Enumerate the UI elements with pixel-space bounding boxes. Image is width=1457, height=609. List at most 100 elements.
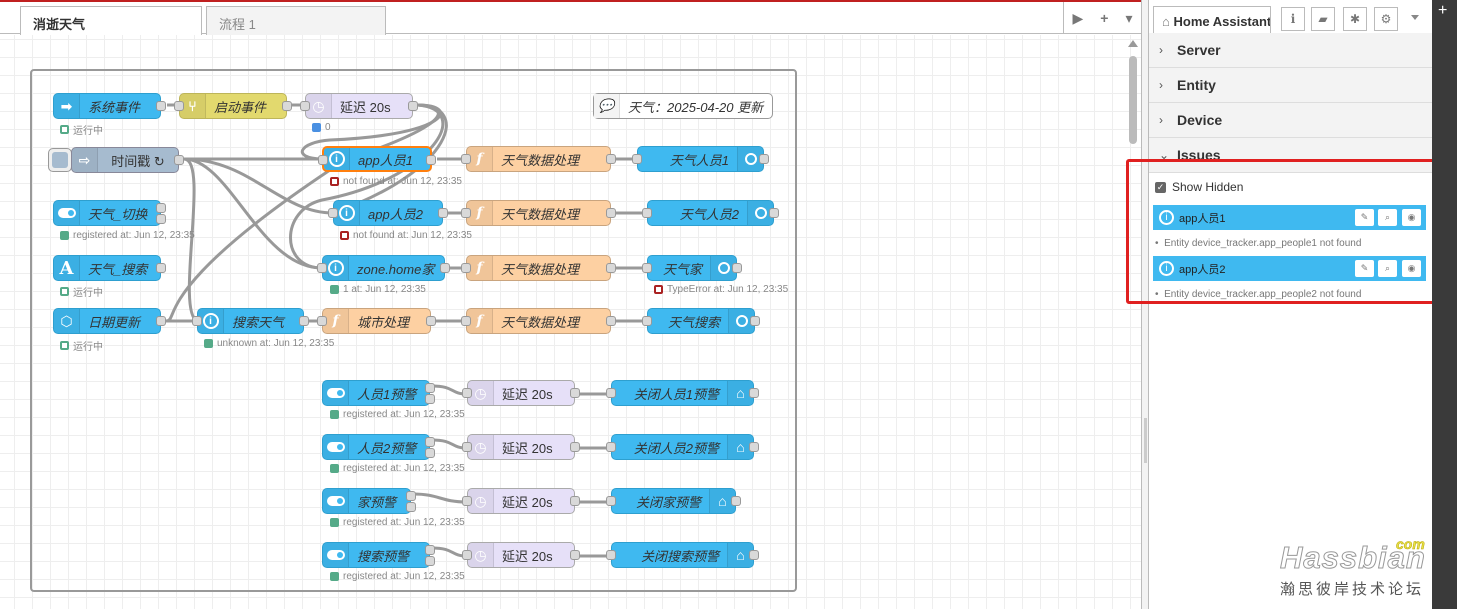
node-close-alert-search[interactable]: 关闭搜索预警 ⌂ xyxy=(606,542,759,568)
output-port[interactable] xyxy=(749,442,759,452)
tab-home-assistant[interactable]: ⌂ Home Assistant xyxy=(1153,6,1271,35)
input-port[interactable] xyxy=(642,208,652,218)
output-port[interactable] xyxy=(426,155,436,165)
input-port[interactable] xyxy=(606,442,616,452)
node-alert-search[interactable]: 搜索预警 xyxy=(322,542,435,568)
issue-item[interactable]: i app人员1 ✎ ⌕ ◉ xyxy=(1153,205,1426,230)
node-close-alert-home[interactable]: 关闭家预警 ⌂ xyxy=(606,488,741,514)
node-alert-people-2[interactable]: 人员2预警 xyxy=(322,434,435,460)
output-port[interactable] xyxy=(174,155,184,165)
section-server[interactable]: ›Server xyxy=(1149,33,1432,68)
output-port[interactable] xyxy=(426,316,436,326)
output-port[interactable] xyxy=(156,316,166,326)
tab-flow-1[interactable]: 流程 1 xyxy=(206,6,386,35)
info-icon[interactable]: i xyxy=(1281,7,1305,31)
input-port[interactable] xyxy=(328,208,338,218)
search-icon[interactable]: ⌕ xyxy=(1378,260,1397,277)
output-port[interactable] xyxy=(759,154,769,164)
section-issues[interactable]: ⌄Issues xyxy=(1149,138,1432,173)
output-port[interactable] xyxy=(299,316,309,326)
output-port[interactable] xyxy=(440,263,450,273)
node-search-weather[interactable]: i 搜索天气 xyxy=(192,308,309,334)
node-weather-people-2[interactable]: 天气人员2 xyxy=(642,200,779,226)
output-port[interactable] xyxy=(425,556,435,566)
sidebar-menu-chevron-icon[interactable] xyxy=(1411,15,1419,20)
eye-icon[interactable]: ◉ xyxy=(1402,260,1421,277)
scroll-tabs-right-icon[interactable]: ▶ xyxy=(1072,9,1084,26)
output-port[interactable] xyxy=(156,263,166,273)
output-port[interactable] xyxy=(750,316,760,326)
output-port[interactable] xyxy=(425,448,435,458)
input-port[interactable] xyxy=(300,101,310,111)
node-delay[interactable]: ◷ 延迟 20s xyxy=(462,434,580,460)
output-port[interactable] xyxy=(769,208,779,218)
tab-flow-weather[interactable]: 消逝天气 xyxy=(20,6,202,36)
show-hidden-checkbox[interactable]: ✓ Show Hidden xyxy=(1155,180,1244,194)
input-port[interactable] xyxy=(462,496,472,506)
output-port[interactable] xyxy=(156,203,166,213)
node-delay[interactable]: ◷ 延迟 20s xyxy=(300,93,418,119)
output-port[interactable] xyxy=(425,545,435,555)
bug-icon[interactable]: ✱ xyxy=(1343,7,1367,31)
output-port[interactable] xyxy=(732,263,742,273)
input-port[interactable] xyxy=(632,154,642,164)
input-port[interactable] xyxy=(462,550,472,560)
output-port[interactable] xyxy=(282,101,292,111)
input-port[interactable] xyxy=(174,101,184,111)
node-system-event[interactable]: ➡ 系统事件 xyxy=(53,93,166,119)
node-delay[interactable]: ◷ 延迟 20s xyxy=(462,542,580,568)
gear-icon[interactable]: ⚙ xyxy=(1374,7,1398,31)
input-port[interactable] xyxy=(461,263,471,273)
node-weather-search-text[interactable]: A 天气_搜索 xyxy=(53,255,166,281)
input-port[interactable] xyxy=(606,496,616,506)
output-port[interactable] xyxy=(749,388,759,398)
inject-trigger-button[interactable] xyxy=(48,148,72,172)
node-delay[interactable]: ◷ 延迟 20s xyxy=(462,380,580,406)
canvas-vertical-scrollbar[interactable] xyxy=(1129,56,1137,144)
output-port[interactable] xyxy=(438,208,448,218)
node-delay[interactable]: ◷ 延迟 20s xyxy=(462,488,580,514)
canvas-scroll-up-icon[interactable] xyxy=(1128,40,1138,47)
node-app-people-1[interactable]: i app人员1 xyxy=(318,146,436,172)
input-port[interactable] xyxy=(318,155,328,165)
input-port[interactable] xyxy=(606,388,616,398)
output-port[interactable] xyxy=(156,101,166,111)
input-port[interactable] xyxy=(606,550,616,560)
output-port[interactable] xyxy=(408,101,418,111)
checkbox-checked-icon[interactable]: ✓ xyxy=(1155,181,1166,193)
node-weather-process-3[interactable]: f 天气数据处理 xyxy=(461,255,616,281)
section-entity[interactable]: ›Entity xyxy=(1149,68,1432,103)
output-port[interactable] xyxy=(570,496,580,506)
node-zone-home[interactable]: i zone.home家 xyxy=(317,255,450,281)
eye-icon[interactable]: ◉ xyxy=(1402,209,1421,226)
output-port[interactable] xyxy=(606,316,616,326)
book-icon[interactable]: ▰ xyxy=(1311,7,1335,31)
add-flow-button[interactable]: + xyxy=(1100,10,1109,26)
node-weather-process-1[interactable]: f 天气数据处理 xyxy=(461,146,616,172)
node-weather-home[interactable]: 天气家 xyxy=(642,255,742,281)
output-port[interactable] xyxy=(156,214,166,224)
comment-node[interactable]: 💬 天气：2025-04-20 更新 xyxy=(593,93,773,119)
edit-pencil-icon[interactable]: ✎ xyxy=(1355,260,1374,277)
output-port[interactable] xyxy=(606,154,616,164)
output-port[interactable] xyxy=(425,437,435,447)
output-port[interactable] xyxy=(606,208,616,218)
node-weather-process-4[interactable]: f 天气数据处理 xyxy=(461,308,616,334)
flow-list-menu-icon[interactable]: ▾ xyxy=(1125,9,1133,26)
output-port[interactable] xyxy=(570,442,580,452)
output-port[interactable] xyxy=(406,491,416,501)
input-port[interactable] xyxy=(642,316,652,326)
node-weather-search-out[interactable]: 天气搜索 xyxy=(642,308,760,334)
node-close-alert-1[interactable]: 关闭人员1预警 ⌂ xyxy=(606,380,759,406)
input-port[interactable] xyxy=(461,316,471,326)
input-port[interactable] xyxy=(462,442,472,452)
input-port[interactable] xyxy=(642,263,652,273)
output-port[interactable] xyxy=(425,394,435,404)
output-port[interactable] xyxy=(570,388,580,398)
node-date-update[interactable]: ⬡ 日期更新 xyxy=(53,308,166,334)
node-app-people-2[interactable]: i app人员2 xyxy=(328,200,448,226)
issue-item[interactable]: i app人员2 ✎ ⌕ ◉ xyxy=(1153,256,1426,281)
node-city-process[interactable]: f 城市处理 xyxy=(317,308,436,334)
node-weather-people-1[interactable]: 天气人员1 xyxy=(632,146,769,172)
output-port[interactable] xyxy=(570,550,580,560)
